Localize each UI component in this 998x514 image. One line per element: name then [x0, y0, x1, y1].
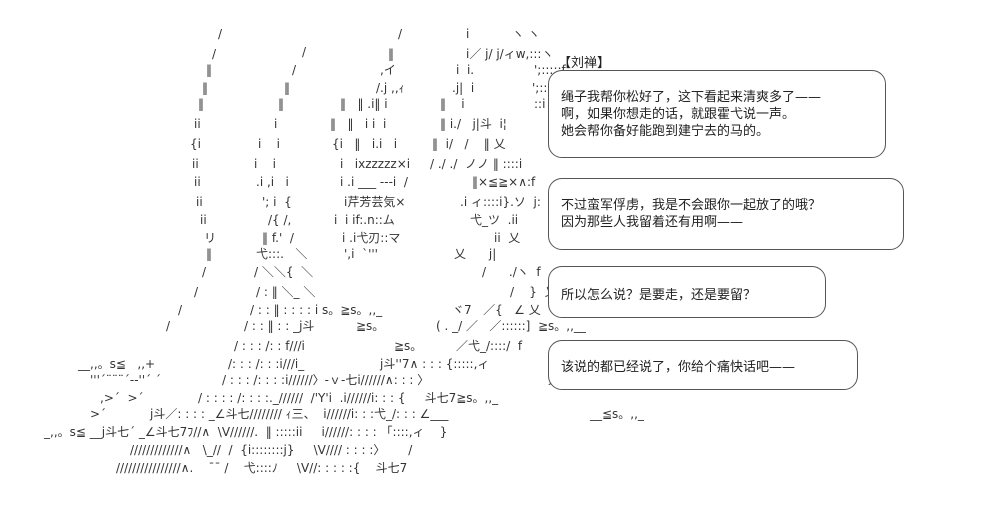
ascii-art-fragment: ‖ [206, 247, 212, 261]
ascii-art-fragment: '; i { [262, 195, 292, 209]
ascii-art-fragment: / : : : : /: : : :._////// /'Y'i .i/////… [198, 391, 499, 405]
ascii-art-fragment: ≧s。 [356, 319, 385, 333]
ascii-art-fragment: ii [194, 175, 201, 189]
ascii-art-fragment: {i [190, 137, 201, 151]
ascii-art-fragment: / [178, 303, 183, 317]
ascii-art-fragment: 乂 j| [454, 247, 497, 261]
ascii-art-fragment: /{ /, [268, 213, 292, 227]
ascii-art-fragment: ‖ [202, 81, 208, 95]
speech-bubble-2: 不过蛮军俘虏，我是不会跟你一起放了的哦？ 因为那些人我留着还有用啊—— [548, 178, 904, 250]
ascii-art-fragment: .j| i [452, 81, 475, 95]
ascii-art-fragment: ‖×≦≧×∧:f [472, 175, 536, 189]
ascii-art-fragment: ‖ [388, 47, 394, 61]
ascii-art-fragment: / [194, 285, 199, 299]
ascii-art-fragment: ‖ f.' / [262, 231, 294, 245]
bubble-1-line-3: 她会帮你备好能跑到建宁去的马的。 [561, 124, 770, 139]
ascii-art-fragment: / : : ‖ : : _j斗 [244, 319, 315, 333]
ascii-art-fragment: _,,。s≦ __j斗七´ _∠斗七7ﾌ//∧ \V//////. ‖ ::::… [44, 425, 448, 439]
ascii-art-fragment: i .i ___ ‐‐‐i / [340, 175, 408, 189]
ascii-art-fragment: i ixzzzzz×i [340, 157, 411, 171]
ascii-art-fragment: j斗／: : : : _∠斗七//////// ｨ三、 i//////i: : … [150, 407, 449, 421]
ascii-art-fragment: リ [204, 231, 217, 245]
ascii-art-fragment: / [212, 47, 217, 61]
ascii-art-fragment: ／弋_/::::/ f [456, 339, 523, 353]
ascii-art-fragment: ';::i [532, 81, 551, 95]
speech-bubble-4: 该说的都已经说了，你给个痛快话吧—— [548, 340, 858, 390]
ascii-art-fragment: ‖ ‖ .i‖ i [340, 97, 388, 111]
ascii-art-fragment: __≦s。,,_ [590, 407, 644, 421]
ascii-art-fragment: ‖ [284, 81, 290, 95]
ascii-art-fragment: 弋:::. ＼ [256, 247, 308, 261]
ascii-art-fragment: ii 乂 [494, 231, 521, 245]
ascii-art-fragment: / ＼＼{ ＼ [254, 265, 314, 279]
ascii-art-fragment: / [398, 27, 403, 41]
ascii-art-fragment: / [292, 63, 297, 77]
ascii-art-fragment: 弋_ツ .ii [470, 213, 519, 227]
ascii-art-fragment: / [166, 319, 171, 333]
ascii-art-fragment: .i ィ::::i}.ソ j: [460, 195, 541, 209]
ascii-art-fragment: ii [194, 117, 201, 131]
ascii-art-fragment: i i [254, 157, 276, 171]
bubble-1-line-2: 啊，如果你想走的话，就跟霍弋说一声。 [561, 107, 796, 122]
ascii-art-fragment: / ./ ./ ノノ ‖ ::::i [430, 157, 523, 171]
speech-bubble-1: 绳子我帮你松好了，这下看起来清爽多了—— 啊，如果你想走的话，就跟霍弋说一声。 … [548, 70, 886, 158]
ascii-art-fragment: ヽ ヽ [512, 27, 540, 41]
ascii-art-fragment: ',i `''' [344, 247, 378, 261]
ascii-art-fragment: / : : : /: : f///i [234, 339, 305, 353]
ascii-art-fragment: ( . _/ ／ ／::::::] ≧s。,,__ [436, 319, 586, 333]
ascii-art-fragment: ‖ [206, 63, 212, 77]
ascii-art-fragment: /.j ,,ｨ [376, 81, 405, 95]
ascii-art-fragment: / ./ヽ f [482, 265, 541, 279]
ascii-art-fragment: ‖ [198, 97, 204, 111]
bubble-2-line-1: 不过蛮军俘虏，我是不会跟你一起放了的哦？ [561, 198, 822, 213]
ascii-art-fragment: / : : ‖ : : : : i s。≧s。,,_ [250, 303, 383, 317]
ascii-art-fragment: ,>´ >´ [100, 391, 144, 405]
ascii-art-fragment: / [302, 45, 307, 59]
ascii-art-fragment: / : : : /: : : :i//////〉‐ｖ‐七i//////∧: : … [222, 373, 430, 387]
bubble-2-line-2: 因为那些人我留着还有用啊—— [561, 215, 744, 230]
ascii-art-fragment: i [274, 117, 278, 131]
ascii-art-fragment: ii [192, 157, 199, 171]
ascii-art-fragment: __,,。s≦ ,,+ [78, 357, 156, 371]
ascii-art-fragment: ,イ [380, 63, 396, 77]
ascii-art-fragment: ‖ i./ j|斗 i¦ [440, 117, 507, 131]
speaker-name: 【刘禅】 [558, 56, 611, 71]
ascii-art-fragment: ii [200, 213, 207, 227]
ascii-art-fragment: i .i弋刃::マ [342, 231, 401, 245]
ascii-art-fragment: .i ,i i [256, 175, 289, 189]
ascii-art-fragment: / [202, 265, 207, 279]
ascii-art-fragment: i芹芳芸気× [344, 195, 406, 209]
ascii-art-fragment: ≧s。 [394, 339, 423, 353]
ascii-art-fragment: / : ‖ ＼_ ＼ [256, 285, 316, 299]
ascii-art-fragment: i [466, 27, 470, 41]
ascii-art-fragment: ‖ i/ / ‖ 乂 [432, 137, 506, 151]
ascii-art-fragment: ‖ ‖ i i i [330, 117, 387, 131]
ascii-art-fragment: {i ‖ i.i i [332, 137, 398, 151]
ascii-art-fragment: ii [196, 195, 203, 209]
ascii-art-fragment: ////////////////∧. ¯¯ / 弋::::ﾉ \V//: : :… [116, 461, 408, 475]
ascii-art-fragment: '''´¨¨¨´‐‐''´ ´ [90, 373, 161, 387]
bubble-3-line-1: 所以怎么说？是要走，还是要留？ [561, 288, 757, 303]
ascii-art-fragment: /: : : /: : :i///i_ [228, 357, 305, 371]
ascii-art-fragment: i i if:.n::ム [334, 213, 395, 227]
ascii-art-fragment: ‖ i [440, 97, 465, 111]
ascii-art-fragment: ヾ7 ／{ ∠ 乂 [452, 303, 541, 317]
ascii-art-fragment: i i [258, 137, 280, 151]
ascii-art-fragment: ::i [534, 97, 546, 111]
ascii-art-fragment: ‖ [278, 97, 284, 111]
bubble-4-line-1: 该说的都已经说了，你给个痛快话吧—— [561, 360, 796, 375]
ascii-art-fragment: >´ [90, 407, 107, 421]
ascii-art-fragment: j斗''7∧ : : : {:::::,ィ [380, 357, 490, 371]
ascii-art-fragment: /////////////∧ \_// / {i::::::::j} \V///… [130, 443, 413, 457]
speech-bubble-3: 所以怎么说？是要走，还是要留？ [548, 266, 826, 318]
ascii-art-fragment: i／ j/ j/ィw,:::ヽ [466, 47, 554, 61]
ascii-art-fragment: / [218, 27, 223, 41]
bubble-1-line-1: 绳子我帮你松好了，这下看起来清爽多了—— [561, 90, 822, 105]
ascii-art-fragment: i i. [456, 63, 475, 77]
